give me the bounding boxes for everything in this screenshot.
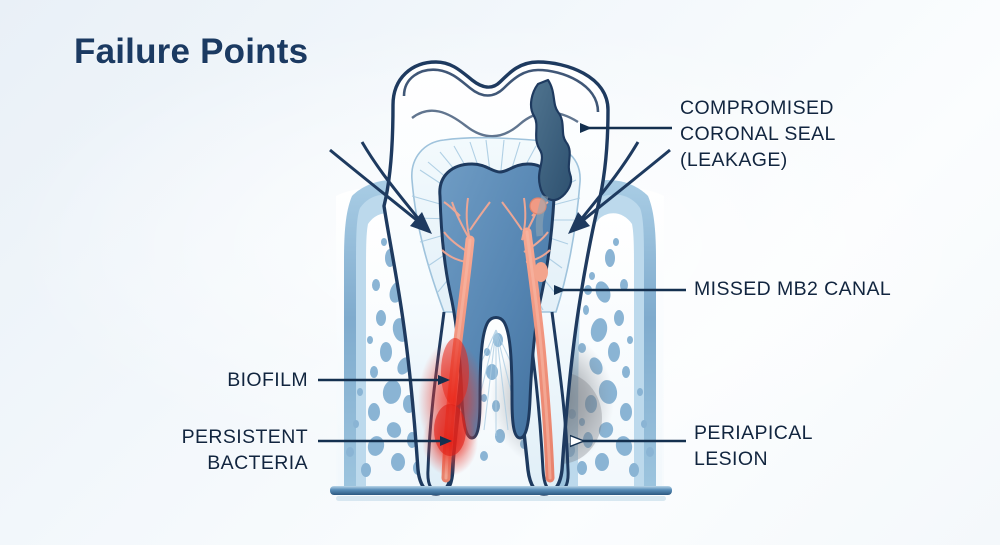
pulp-pointer-arrowheads <box>410 212 590 234</box>
label-biofilm: BIOFILM <box>227 369 308 391</box>
label-periapical-lesion: PERIAPICAL LESION <box>694 422 813 470</box>
page-title: Failure Points <box>74 32 309 71</box>
coronal-leakage-defect <box>529 78 573 237</box>
label-compromised-coronal-seal: COMPROMISED CORONAL SEAL (LEAKAGE) <box>680 97 836 171</box>
label-persistent-bacteria: PERSISTENT BACTERIA <box>181 426 308 474</box>
bone-baseline <box>330 486 672 501</box>
label-missed-mb2-canal: MISSED MB2 CANAL <box>694 278 892 300</box>
